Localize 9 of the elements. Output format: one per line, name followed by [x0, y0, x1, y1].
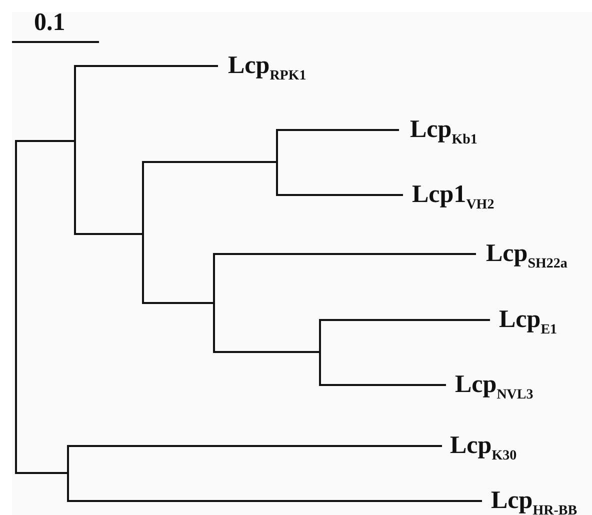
- taxon-label: Lcp$_{K30}$: [450, 433, 517, 458]
- taxon-label: Lcp$_{HR-BB}$: [491, 488, 578, 513]
- taxon-label: Lcp1$_{VH2}$: [412, 182, 494, 207]
- taxon-label: Lcp$_{SH22a}$: [486, 241, 568, 266]
- taxon-label: Lcp$_{Kb1}$: [410, 117, 478, 142]
- scale-value: 0.1: [34, 10, 66, 35]
- taxon-label: Lcp$_{E1}$: [499, 307, 558, 332]
- taxon-label: Lcp$_{NVL3}$: [455, 372, 534, 397]
- taxon-label: Lcp$_{RPK1}$: [228, 53, 306, 78]
